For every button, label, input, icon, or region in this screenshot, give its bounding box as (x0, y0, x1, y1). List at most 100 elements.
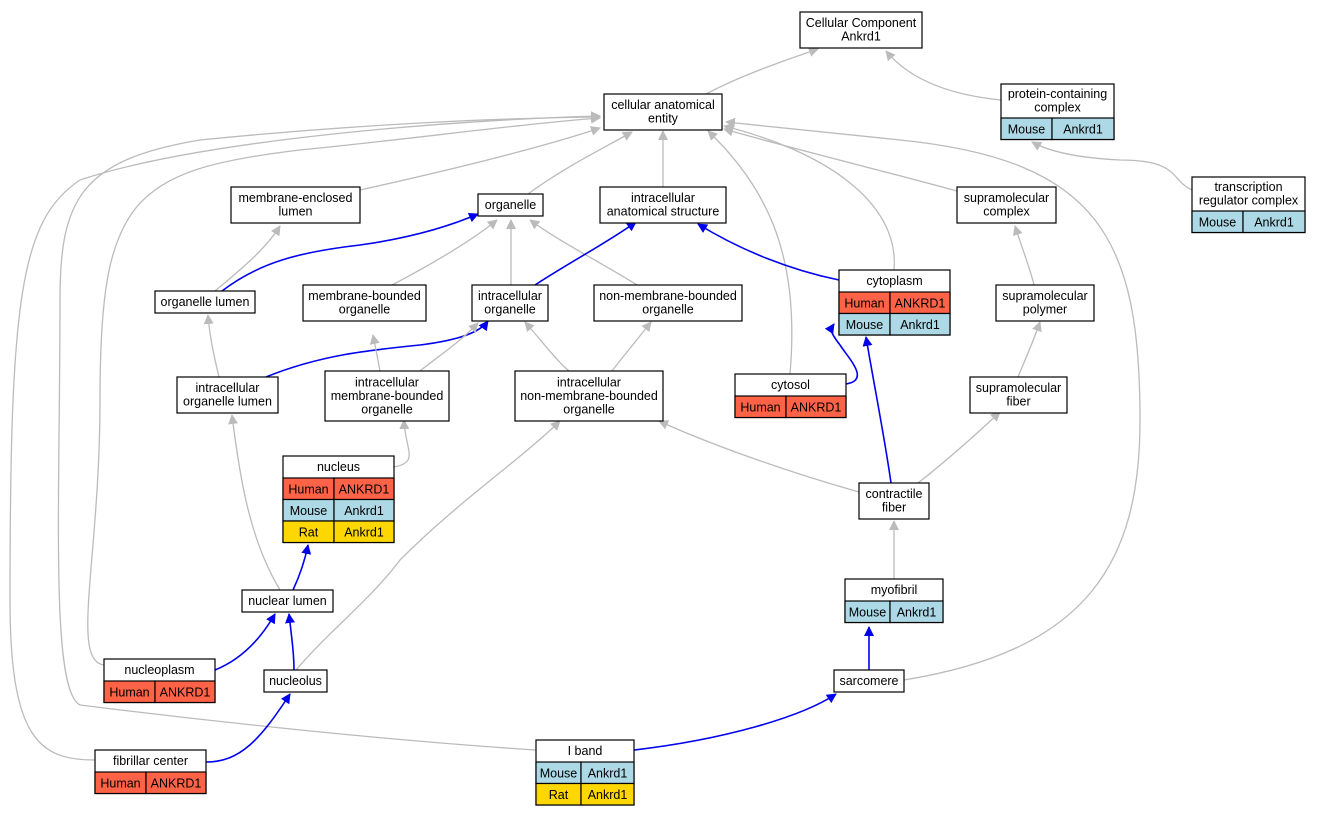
node-label: non-membrane-bounded (599, 289, 737, 303)
node-box (514, 370, 664, 422)
node-box (969, 376, 1068, 414)
edge-pcc-to-root (885, 50, 1002, 101)
node-label: protein-containing (1008, 87, 1107, 101)
edge-mel-to-cae (359, 126, 601, 191)
node-label: fiber (1006, 395, 1030, 409)
edge-imbo-to-io (419, 322, 479, 372)
edge-fcenter-to-cae (9, 111, 601, 761)
node-label: intracellular (196, 381, 260, 395)
node-label: entity (648, 112, 679, 126)
edge-cytosol-to-cytoplasm (824, 323, 859, 385)
edge-cae-to-root (705, 47, 819, 95)
gene-cell (889, 600, 944, 624)
gene-label: Ankrd1 (344, 525, 384, 539)
edge-smp-to-smc (1012, 225, 1035, 286)
edge-cfiber-to-inmbo (658, 420, 860, 493)
node-box (799, 11, 923, 49)
edge-organelle-to-cae (527, 131, 633, 195)
node-box (324, 370, 450, 422)
edge-imbo-to-mbo (369, 334, 381, 372)
gene-label: ANKRD1 (895, 296, 946, 310)
edge-iol-to-olumen (203, 314, 220, 378)
node-label: myofibril (871, 583, 918, 597)
node-sarcomere[interactable]: sarcomere (833, 669, 905, 693)
edge-nlumen-to-nucleus (292, 544, 312, 591)
edge-cytosol-to-cae (707, 130, 793, 375)
species-label: Mouse (849, 605, 887, 619)
gene-label: Ankrd1 (900, 318, 940, 332)
node-label: organelle (339, 303, 390, 317)
edge-nucleolus-to-nlumen (285, 613, 295, 671)
edge-cfiber-to-cytoplasm (862, 336, 892, 484)
node-organelle[interactable]: organelle (477, 193, 544, 217)
edge-cytoplasm-to-cae (723, 123, 895, 271)
gene-label: Ankrd1 (1254, 215, 1294, 229)
species-label: Mouse (540, 766, 578, 780)
gene-cell (580, 782, 635, 806)
species-label: Rat (549, 788, 569, 802)
species-label: Mouse (1199, 215, 1237, 229)
edge-nucleus-to-imbo (393, 419, 410, 468)
node-inmbo[interactable]: intracellularnon-membrane-boundedorganel… (514, 370, 664, 422)
node-olumen[interactable]: organelle lumen (154, 290, 256, 314)
node-nucleolus[interactable]: nucleolus (263, 669, 328, 693)
edge-smc-to-cae (723, 126, 958, 192)
node-label: polymer (1023, 303, 1067, 317)
species-label: Rat (299, 525, 319, 539)
edge-cfiber-to-smf (917, 411, 1001, 484)
species-label: Human (844, 296, 884, 310)
node-nlumen[interactable]: nuclear lumen (241, 589, 334, 613)
node-label: organelle lumen (161, 295, 250, 309)
node-label: intracellular (631, 191, 695, 205)
edge-mbo-to-organelle (391, 219, 498, 286)
node-label: supramolecular (976, 381, 1061, 395)
node-label: cytoplasm (866, 274, 922, 288)
edge-nmbo-to-organelle (529, 219, 638, 286)
gene-cell (1051, 117, 1115, 141)
node-label: organelle (563, 402, 614, 416)
gene-cell (889, 312, 951, 336)
node-label: membrane-bounded (331, 389, 444, 403)
gene-cell (154, 680, 216, 704)
edge-nlumen-to-iol (228, 414, 281, 591)
edge-fcenter-to-nucleolus (205, 693, 291, 763)
node-label: transcription (1214, 180, 1282, 194)
node-box (603, 93, 723, 131)
edge-io-to-ias (534, 221, 637, 286)
node-box (302, 284, 427, 322)
gene-cell (785, 395, 847, 419)
edge-trc-to-pcc (1031, 141, 1193, 191)
species-label: Human (288, 482, 328, 496)
node-label: intracellular (355, 375, 419, 389)
node-box (593, 284, 743, 322)
gene-label: Ankrd1 (588, 788, 628, 802)
node-label: organelle (484, 303, 535, 317)
edge-inmbo-to-io (524, 321, 570, 372)
gene-label: Ankrd1 (588, 766, 628, 780)
node-label: fibrillar center (113, 754, 188, 768)
